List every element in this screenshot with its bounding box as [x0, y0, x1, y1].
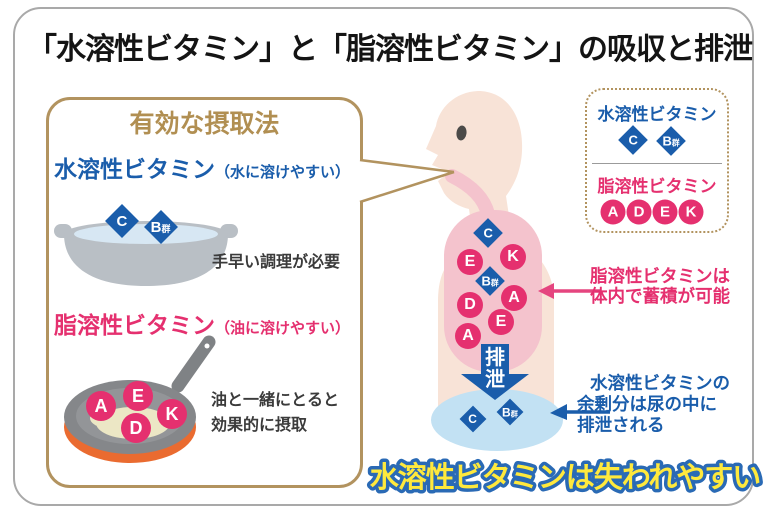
- water-annotation: 水溶性ビタミンの 余剰分は尿の中に 排泄される: [577, 373, 730, 436]
- pot-water: [74, 224, 218, 244]
- body-badge-k: K: [500, 244, 526, 270]
- excretion-arrow: [461, 344, 529, 400]
- badge-label: B: [502, 405, 511, 419]
- badge-text: B群: [481, 274, 498, 289]
- water-soluble-heading: 水溶性ビタミン（水に溶けやすい）: [54, 150, 350, 184]
- fat-annotation-arrow: [538, 283, 600, 299]
- body-badge-e2: E: [488, 309, 514, 335]
- body-badge-a1: A: [501, 285, 527, 311]
- body-badge-e1: E: [457, 249, 483, 275]
- body-badge-d: D: [457, 292, 483, 318]
- badge-text: B群: [502, 405, 518, 419]
- callout-edge-top: [359, 158, 455, 174]
- water-soluble-sub: （水に溶けやすい）: [215, 164, 351, 181]
- pot-illustration: [54, 221, 238, 286]
- badge-text: C: [483, 225, 492, 240]
- badge-text: C: [469, 412, 478, 426]
- badge-label: E: [131, 385, 144, 406]
- intake-box-heading: 有効な摂取法: [129, 110, 280, 138]
- water-annotation-line1: 水溶性ビタミンの: [590, 373, 730, 393]
- fat-note-line1: 油と一緒にとると: [211, 392, 340, 409]
- legend-divider: [592, 163, 722, 164]
- badge-text: B群: [662, 134, 679, 149]
- badge-label: K: [685, 203, 697, 221]
- pan-handle: [171, 335, 216, 393]
- legend-water-label: 水溶性ビタミン: [597, 105, 717, 124]
- fat-note-line2: 効果的に摂取: [211, 417, 308, 434]
- badge-suffix: 群: [490, 278, 499, 288]
- vitamin-badge-k: K: [157, 399, 187, 429]
- water-note: 手早い調理が必要: [212, 254, 341, 271]
- badge-label: C: [628, 132, 638, 148]
- badge-label: D: [129, 417, 143, 438]
- fat-soluble-label: 脂溶性ビタミン: [54, 312, 215, 338]
- water-annotation-arrow: [550, 404, 610, 420]
- legend-badge-a: A: [600, 199, 626, 225]
- vitamin-badge-e: E: [123, 381, 153, 411]
- badge-label: K: [507, 248, 519, 265]
- badge-text: B群: [151, 218, 171, 235]
- badge-label: A: [508, 289, 520, 306]
- badge-label: B: [151, 218, 162, 236]
- badge-label: E: [659, 203, 670, 221]
- water-annotation-line3: 排泄される: [577, 415, 665, 435]
- throat-tract: [445, 169, 495, 221]
- page-title: 「水溶性ビタミン」と「脂溶性ビタミン」の吸収と排泄: [27, 33, 753, 66]
- badge-suffix: 群: [671, 138, 680, 148]
- fat-soluble-sub: （油に溶けやすい）: [215, 320, 351, 337]
- badge-suffix: 群: [161, 223, 171, 234]
- footer-headline: 水溶性ビタミンは失われやすい: [370, 460, 761, 494]
- badge-label: A: [94, 395, 108, 416]
- badge-text: C: [117, 213, 128, 230]
- badge-label: D: [464, 296, 476, 313]
- callout-wedge: [359, 158, 455, 204]
- fat-note: 油と一緒にとると 効果的に摂取: [211, 388, 339, 438]
- pan-handle-hole: [204, 343, 210, 349]
- fat-annotation-line1: 脂溶性ビタミンは: [590, 266, 730, 286]
- vitamin-badge-a: A: [86, 391, 116, 421]
- badge-label: E: [495, 313, 507, 330]
- water-annotation-line2: 余剰分は尿の中に: [577, 394, 717, 414]
- badge-text: C: [628, 132, 637, 147]
- legend-fat-label: 脂溶性ビタミン: [597, 177, 717, 196]
- urine-puddle: [431, 389, 563, 451]
- badge-label: K: [165, 403, 179, 424]
- badge-label: B: [662, 133, 672, 149]
- pot-body: [64, 234, 228, 286]
- badge-label: C: [483, 225, 493, 241]
- legend-badge-d: D: [626, 199, 652, 225]
- badge-label: D: [633, 203, 645, 221]
- fat-annotation-line2: 体内で蓄積が可能: [590, 286, 730, 306]
- badge-suffix: 群: [510, 409, 518, 418]
- fat-annotation: 脂溶性ビタミンは 体内で蓄積が可能: [590, 266, 730, 306]
- badge-label: A: [607, 203, 619, 221]
- badge-label: C: [468, 411, 478, 426]
- vitamin-badge-d: D: [121, 413, 151, 443]
- callout-edge-bottom: [359, 170, 455, 204]
- water-soluble-label: 水溶性ビタミン: [54, 156, 215, 182]
- badge-label: C: [116, 212, 128, 230]
- legend-badge-e: E: [652, 199, 678, 225]
- badge-label: E: [464, 253, 476, 270]
- callout-wedge-fill: [360, 160, 454, 202]
- legend-badge-k: K: [678, 199, 704, 225]
- body-badge-a2: A: [455, 323, 481, 349]
- badge-label: B: [481, 273, 491, 289]
- excretion-arrow-label: 排泄: [485, 347, 505, 391]
- eye: [456, 125, 467, 141]
- fat-soluble-heading: 脂溶性ビタミン（油に溶けやすい）: [54, 306, 350, 340]
- badge-label: A: [462, 327, 474, 344]
